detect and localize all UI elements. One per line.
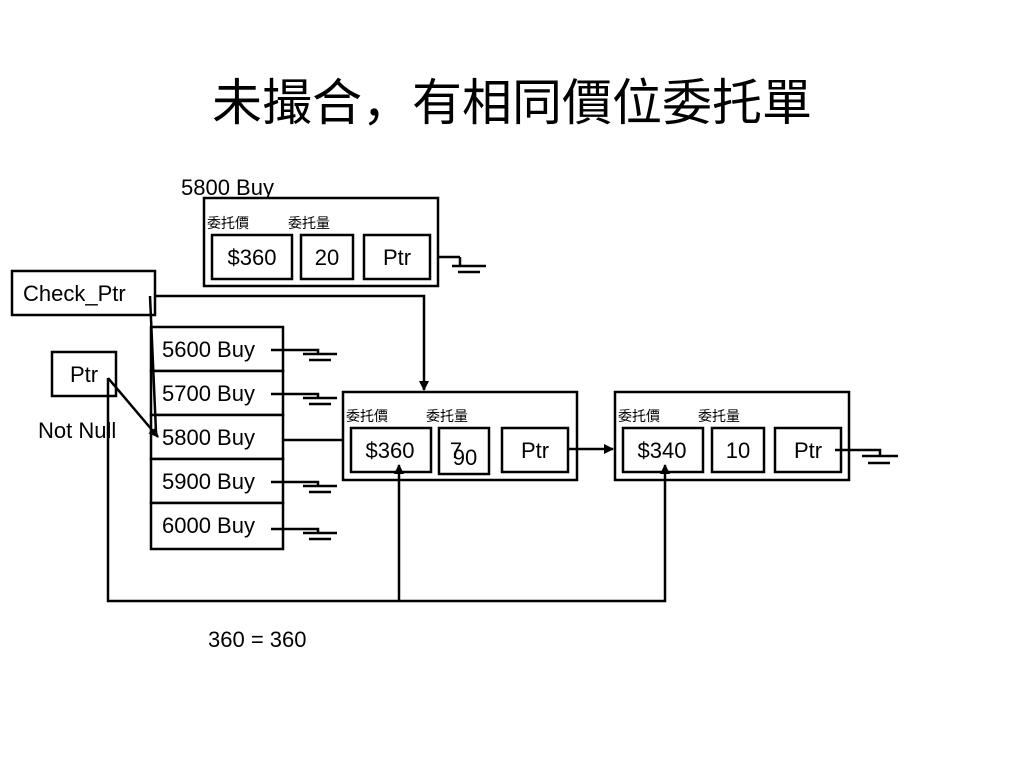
buy-list: 5600 Buy 5700 Buy 5800 Buy 5900 Buy 6000… [149,325,285,551]
ground-icon [271,480,337,494]
top-node-ptr-cell [362,233,432,281]
node1-ptr: Ptr [521,438,549,463]
check-ptr-box [10,269,157,317]
top-node-price: $360 [228,245,277,270]
node2-header-qty: 委托量 [698,409,740,425]
top-node-caption: 5800 Buy [181,175,274,200]
ground-icon [271,527,337,541]
top-node-price-cell [210,233,294,281]
ground-icon [271,392,337,406]
node1-qty-new: 90 [453,445,477,470]
not-null-label: Not Null [38,418,116,443]
page-title: 未撮合，有相同價位委托單 [212,74,812,132]
order-node-1: 委托價 委托量 $360 7 90 Ptr [341,390,579,482]
ptr-box-label: Ptr [70,362,98,387]
buy-list-item [149,457,285,505]
ptr-pointer-arrow [107,377,159,438]
node2-ptr: Ptr [794,438,822,463]
node1-price-cell [349,426,433,474]
top-node-qty-cell [299,233,355,281]
node1-qty-cell [437,426,491,476]
check-ptr-label: Check_Ptr [23,281,126,306]
top-node-header-qty: 委托量 [288,216,330,232]
node1-qty-old: 7 [450,438,462,463]
ptr-box [50,350,118,398]
top-order-node: 5800 Buy 委托價 委托量 $360 20 Ptr [181,175,486,288]
node1-ptr-cell [500,426,570,474]
node1-header-price: 委托價 [346,408,388,425]
buy-list-item-label: 5900 Buy [162,469,255,494]
order-node-2: 委托價 委托量 $340 10 Ptr [613,390,898,482]
node1-price: $360 [366,438,415,463]
node2-header-price: 委托價 [618,408,660,425]
node2-qty-cell [710,426,766,474]
compare-loop-right [106,378,670,603]
compare-text: 360 = 360 [208,627,306,652]
node2-ground-icon [835,448,898,465]
top-node-ptr: Ptr [383,245,411,270]
ground-icon [271,348,337,362]
buy-list-item-label: 5800 Buy [162,425,255,450]
top-node-qty: 20 [315,245,339,270]
buy-list-item-label: 6000 Buy [162,513,255,538]
buy-list-item [149,501,285,551]
top-node-ground-icon [438,255,486,274]
node1-header-qty: 委托量 [426,409,468,425]
buy-list-item-label: 5700 Buy [162,381,255,406]
check-ptr-link [155,294,429,391]
top-node-header-price: 委托價 [207,215,249,232]
node2-price: $340 [638,438,687,463]
node2-qty: 10 [726,438,750,463]
buy-list-item-label: 5600 Buy [162,337,255,362]
check-ptr-drop [148,295,158,433]
